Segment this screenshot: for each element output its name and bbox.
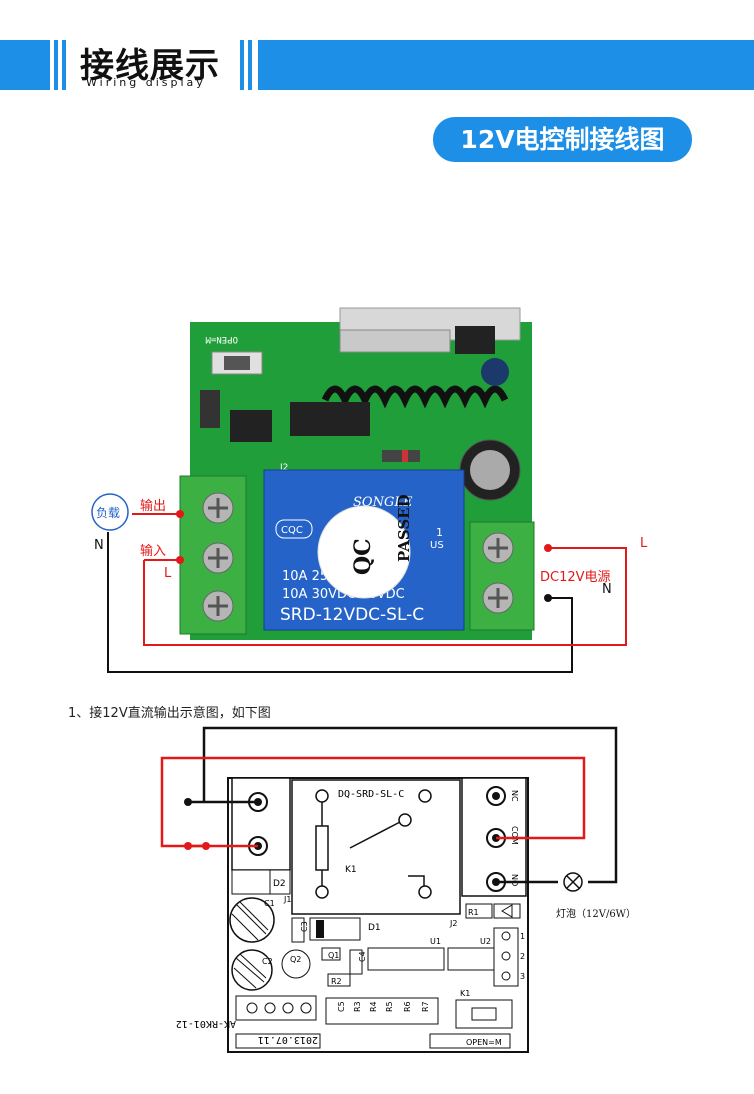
qc-sticker-qc: QC bbox=[350, 538, 376, 575]
schematic-board-model: AK-RK01-12 bbox=[176, 1018, 236, 1029]
schematic-wire-pos-loop bbox=[160, 756, 586, 848]
schematic-r2: R2 bbox=[331, 977, 342, 986]
relay-cqc: CQC bbox=[281, 525, 303, 536]
capacitor-top bbox=[470, 450, 510, 490]
schematic-d1: D1 bbox=[368, 923, 381, 933]
terminal-screws-right bbox=[482, 532, 514, 614]
pcb-j2-text: J2 bbox=[279, 463, 288, 473]
schematic-wire-neg-loop bbox=[202, 726, 618, 884]
power-n-node bbox=[544, 594, 552, 602]
ic-chip-1 bbox=[230, 410, 272, 442]
neutral-wire bbox=[107, 532, 573, 673]
schematic-caption: 1、接12V直流输出示意图，如下图 bbox=[68, 706, 271, 721]
schematic-c1: C1 bbox=[264, 899, 275, 908]
schematic-r1: R1 bbox=[468, 908, 479, 917]
page-title: 接线展示 bbox=[80, 46, 220, 86]
power-l-node bbox=[544, 544, 552, 552]
n-right-label: N bbox=[602, 582, 612, 597]
relay-one: 1 bbox=[436, 526, 443, 539]
title-block bbox=[72, 40, 236, 90]
schematic-u2: U2 bbox=[480, 937, 491, 946]
schematic-k1b: K1 bbox=[460, 989, 470, 998]
terminal-screws-left bbox=[202, 492, 234, 622]
relay-us: US bbox=[430, 540, 444, 551]
section-pill: 12V电控制接线图 bbox=[433, 117, 692, 162]
learn-button-cap bbox=[224, 356, 250, 370]
schematic-c4: C4 bbox=[358, 951, 367, 962]
banner-decoration-right bbox=[236, 40, 258, 90]
page-subtitle: Wiring display bbox=[86, 76, 206, 89]
l-left-label: L bbox=[164, 566, 172, 581]
schematic-board-date: 2013.07.11 bbox=[258, 1034, 318, 1045]
schematic-r3: R3 bbox=[353, 1001, 362, 1012]
l-right-label: L bbox=[640, 536, 648, 551]
n-left-label: N bbox=[94, 538, 104, 553]
load-circle bbox=[91, 493, 129, 531]
power-label: DC12V电源 bbox=[540, 570, 611, 585]
banner-decoration-left bbox=[50, 40, 72, 90]
schematic-d2: D2 bbox=[273, 879, 286, 889]
schematic-c5: C5 bbox=[337, 1001, 346, 1012]
lamp-icon bbox=[563, 872, 583, 892]
load-label: 负载 bbox=[96, 506, 120, 520]
diode bbox=[382, 450, 420, 462]
live-wire bbox=[143, 547, 627, 646]
schematic-pin-3: 3 bbox=[520, 972, 525, 981]
schematic-q2: Q2 bbox=[290, 955, 301, 964]
schematic-board bbox=[227, 777, 529, 1053]
pcb-open-text: OPEN=M bbox=[205, 334, 238, 344]
schematic-c3: C3 bbox=[300, 921, 309, 932]
input-label: 输入 bbox=[140, 544, 167, 559]
schematic-u1: U1 bbox=[430, 937, 441, 946]
schematic-pin-2: 2 bbox=[520, 952, 525, 961]
output-label: 输出 bbox=[140, 499, 167, 514]
schematic-r5: R5 bbox=[385, 1001, 394, 1012]
schematic-com: COM bbox=[510, 826, 519, 845]
schematic-pin-1: 1 bbox=[520, 932, 525, 941]
schematic-r4: R4 bbox=[369, 1001, 378, 1012]
schematic-j2: J2 bbox=[449, 919, 457, 928]
input-node bbox=[176, 556, 184, 564]
qc-sticker-passed: PASSED bbox=[395, 494, 413, 562]
pin-header bbox=[455, 326, 495, 354]
schematic-relay-title: DQ-SRD-SL-C bbox=[338, 789, 404, 800]
schematic-relay bbox=[291, 779, 461, 915]
schematic-nc: NC bbox=[510, 790, 519, 802]
capacitor-small bbox=[481, 358, 509, 386]
jumper bbox=[200, 390, 220, 428]
output-node bbox=[176, 510, 184, 518]
schematic-c2: C2 bbox=[262, 957, 273, 966]
schematic-q1: Q1 bbox=[328, 951, 339, 960]
schematic-j1: J1 bbox=[283, 895, 291, 904]
wiring-photo-diagram: OPEN=M J2 SONGLE CQC 1 US 10A 250VAC 10A… bbox=[91, 307, 627, 673]
ic-chip-2 bbox=[290, 402, 370, 436]
schematic-no: NO bbox=[510, 874, 519, 886]
relay-model: SRD-12VDC-SL-C bbox=[280, 605, 424, 625]
crystal bbox=[339, 329, 451, 353]
schematic-terminal-left bbox=[231, 777, 291, 871]
schematic-node-neg bbox=[184, 798, 192, 806]
lamp-label: 灯泡（12V/6W） bbox=[556, 909, 636, 920]
schematic-r7: R7 bbox=[421, 1001, 430, 1012]
schematic-k1: K1 bbox=[345, 865, 357, 875]
schematic-terminal-right bbox=[461, 777, 527, 897]
schematic-node-pos bbox=[184, 842, 192, 850]
qc-sticker bbox=[317, 505, 411, 599]
schematic-open-m: OPEN=M bbox=[466, 1038, 502, 1047]
antenna-coil bbox=[321, 385, 509, 409]
schematic-r6: R6 bbox=[403, 1001, 412, 1012]
